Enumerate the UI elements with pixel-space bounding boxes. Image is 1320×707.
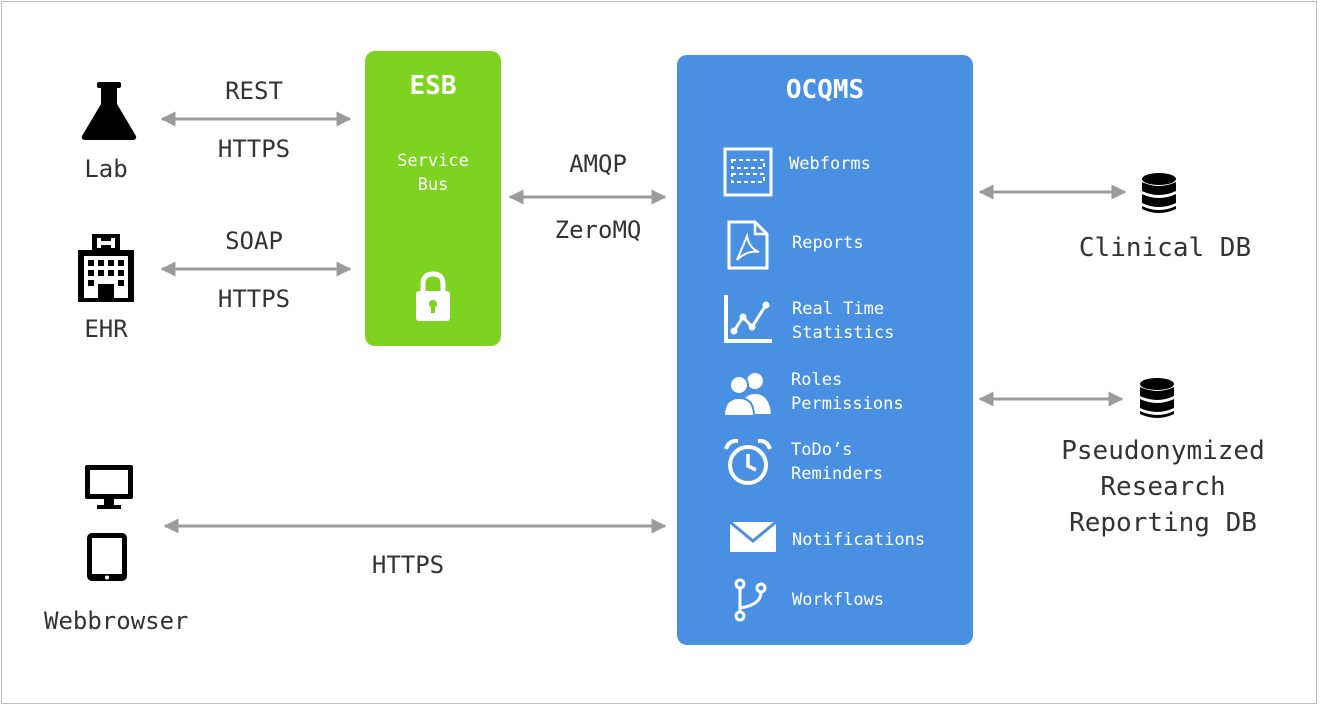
research-db-label: Pseudonymized Research Reporting DB (1050, 433, 1276, 541)
esb-title: ESB (409, 71, 457, 101)
link-lab-top: REST (225, 77, 283, 105)
lock-icon (415, 271, 451, 323)
branch-icon (725, 575, 775, 625)
esb-box: ESB Service Bus (365, 51, 501, 346)
research-db-line1: Pseudonymized (1061, 436, 1265, 466)
webform-icon (723, 147, 773, 197)
feature-notifications: Notifications (792, 528, 925, 552)
clinical-db-label: Clinical DB (1078, 233, 1252, 263)
ehr-label: EHR (84, 315, 128, 343)
feature-webforms-label: Webforms (789, 154, 871, 174)
link-esb-bottom: ZeroMQ (554, 216, 642, 244)
feature-reports-label: Reports (792, 233, 864, 253)
flask-icon (78, 80, 140, 142)
feature-roles-line1: Roles (791, 370, 843, 390)
alarm-clock-icon (723, 437, 773, 487)
link-esb-top: AMQP (569, 150, 627, 178)
webbrowser-label: Webbrowser (44, 607, 189, 635)
research-db-line2: Research (1100, 472, 1226, 502)
esb-subtitle: Service Bus (365, 149, 501, 197)
ocqms-box: OCQMS Webforms Reports Real Time Statis (677, 55, 973, 645)
feature-todos-line1: ToDo’s (791, 440, 853, 460)
link-ehr-bottom: HTTPS (217, 285, 291, 313)
feature-roles: Roles Permissions (791, 368, 904, 416)
feature-workflows-label: Workflows (792, 590, 885, 610)
feature-todos-line2: Reminders (791, 464, 884, 484)
envelope-icon (728, 513, 778, 563)
pdf-document-icon (723, 220, 773, 270)
tablet-icon (86, 532, 128, 582)
monitor-icon (84, 464, 134, 510)
lab-label: Lab (84, 155, 128, 183)
feature-workflows: Workflows (792, 588, 884, 612)
feature-statistics-line1: Real Time (792, 299, 885, 319)
research-database-icon (1139, 377, 1175, 421)
link-ehr-top: SOAP (225, 227, 283, 255)
feature-reports: Reports (792, 231, 864, 255)
clinical-database-icon (1141, 172, 1177, 216)
feature-notifications-label: Notifications (792, 530, 926, 550)
feature-webforms: Webforms (789, 152, 871, 176)
feature-todos: ToDo’s Reminders (791, 438, 883, 486)
feature-statistics: Real Time Statistics (792, 297, 894, 345)
link-lab-bottom: HTTPS (217, 135, 291, 163)
link-web-bottom: HTTPS (371, 551, 445, 579)
users-icon (722, 368, 773, 418)
esb-subtitle-line1: Service (397, 151, 469, 171)
hospital-icon (75, 232, 137, 304)
esb-subtitle-line2: Bus (417, 175, 449, 195)
feature-roles-line2: Permissions (791, 394, 904, 414)
feature-statistics-line2: Statistics (792, 323, 895, 343)
ocqms-title: OCQMS (785, 75, 865, 105)
research-db-line3: Reporting DB (1069, 508, 1257, 538)
line-chart-icon (723, 293, 773, 343)
